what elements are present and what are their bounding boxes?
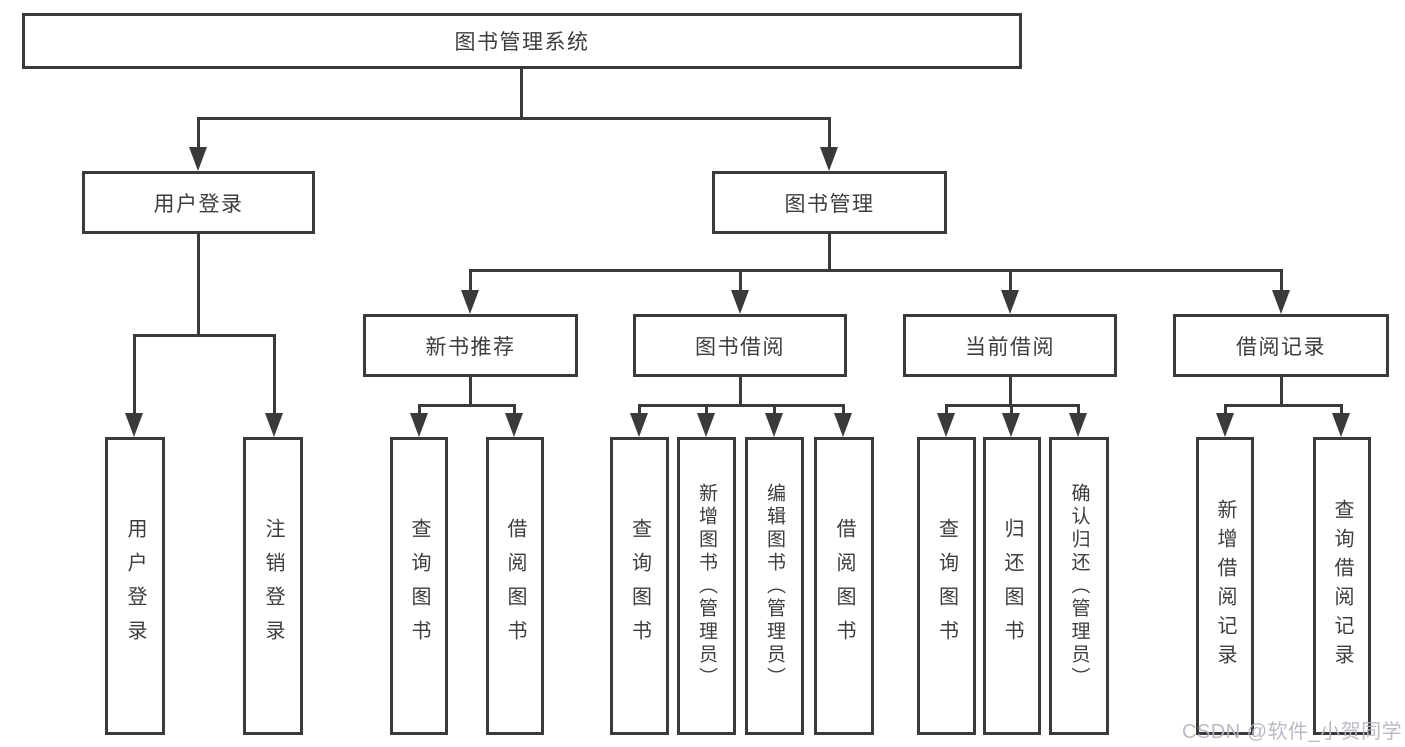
arrowhead [1001, 290, 1019, 314]
connector-line [513, 404, 516, 416]
arrowhead [189, 147, 207, 171]
leaf-label: 查询图书 [935, 518, 958, 654]
leaf-label: 查询图书 [408, 518, 430, 654]
leaf-borrowing-query-books: 查询图书 [610, 437, 669, 735]
node-book-borrowing: 图书借阅 [633, 314, 847, 377]
leaf-current-query-books: 查询图书 [917, 437, 976, 735]
node-new-book-recommend: 新书推荐 [363, 314, 578, 377]
leaf-borrow-books: 借阅图书 [814, 437, 874, 735]
leaf-label: 编辑图书（管理员） [764, 482, 785, 690]
connector-line [739, 377, 742, 406]
connector-line [133, 334, 136, 414]
connector-line [197, 234, 200, 336]
connector-line [945, 404, 948, 416]
leaf-label: 查询图书 [628, 518, 651, 654]
arrowhead [1272, 290, 1290, 314]
node-label: 图书管理 [784, 192, 875, 216]
node-borrowing-records: 借阅记录 [1173, 314, 1389, 377]
connector-line [197, 117, 200, 148]
leaf-label: 用户登录 [124, 518, 146, 654]
leaf-label: 归还图书 [1001, 518, 1023, 654]
arrowhead [505, 413, 523, 437]
connector-line [1340, 404, 1343, 416]
connector-line [1280, 377, 1283, 406]
connector-line [418, 404, 421, 416]
connector-line [705, 404, 708, 416]
leaf-label: 确认归还（管理员） [1068, 482, 1090, 690]
leaf-return-books: 归还图书 [983, 437, 1041, 735]
connector-line [469, 269, 1282, 272]
connector-line [842, 404, 845, 416]
arrowhead [1002, 413, 1020, 437]
arrowhead [834, 413, 852, 437]
arrowhead [765, 413, 783, 437]
leaf-query-borrow-record: 查询借阅记录 [1313, 437, 1371, 735]
leaf-newbook-borrow-books: 借阅图书 [486, 437, 544, 735]
leaf-add-books-admin: 新增图书（管理员） [677, 437, 736, 735]
arrowhead [697, 413, 715, 437]
node-label: 新书推荐 [425, 335, 516, 359]
arrowhead [410, 413, 428, 437]
arrowhead [1069, 413, 1087, 437]
leaf-confirm-return-admin: 确认归还（管理员） [1049, 437, 1109, 735]
connector-line [638, 404, 845, 407]
connector-line [828, 117, 831, 148]
node-label: 当前借阅 [965, 335, 1055, 359]
connector-line [273, 334, 276, 414]
node-user-login: 用户登录 [82, 171, 315, 234]
node-current-borrowing: 当前借阅 [903, 314, 1117, 377]
node-book-management: 图书管理 [712, 171, 947, 234]
arrowhead [630, 413, 648, 437]
node-label: 借阅记录 [1236, 335, 1326, 359]
connector-line [1224, 404, 1343, 407]
csdn-watermark: CSDN @软件_小贺同学 [1182, 721, 1403, 743]
leaf-label: 新增借阅记录 [1214, 499, 1236, 673]
node-label: 图书管理系统 [454, 31, 590, 54]
connector-line [1010, 404, 1013, 416]
connector-line [469, 377, 472, 406]
leaf-label: 新增图书（管理员） [696, 482, 717, 690]
node-label: 图书借阅 [695, 335, 785, 359]
arrowhead [461, 290, 479, 314]
leaf-label: 注销登录 [262, 518, 284, 654]
node-label: 用户登录 [153, 192, 244, 216]
arrowhead [731, 290, 749, 314]
connector-line [638, 404, 641, 416]
arrowhead [937, 413, 955, 437]
connector-line [773, 404, 776, 416]
leaf-user-login: 用户登录 [105, 437, 165, 735]
node-library-management-system: 图书管理系统 [22, 13, 1022, 69]
connector-line [1009, 269, 1012, 291]
connector-line [469, 269, 472, 291]
connector-line [1224, 404, 1227, 416]
connector-line [739, 269, 742, 291]
leaf-add-borrow-record: 新增借阅记录 [1196, 437, 1254, 735]
leaf-label: 借阅图书 [833, 518, 855, 654]
connector-line [520, 69, 523, 119]
connector-line [197, 117, 831, 120]
leaf-label: 查询借阅记录 [1331, 499, 1353, 673]
arrowhead [1216, 413, 1234, 437]
connector-line [1009, 377, 1012, 406]
connector-line [418, 404, 516, 407]
leaf-logout: 注销登录 [243, 437, 303, 735]
connector-line [828, 234, 831, 271]
leaf-newbook-query-books: 查询图书 [390, 437, 448, 735]
arrowhead [820, 147, 838, 171]
connector-line [133, 334, 276, 337]
arrowhead [125, 413, 143, 437]
connector-line [1280, 269, 1283, 291]
leaf-edit-books-admin: 编辑图书（管理员） [745, 437, 804, 735]
arrowhead [265, 413, 283, 437]
connector-line [1077, 404, 1080, 416]
arrowhead [1332, 413, 1350, 437]
leaf-label: 借阅图书 [504, 518, 526, 654]
